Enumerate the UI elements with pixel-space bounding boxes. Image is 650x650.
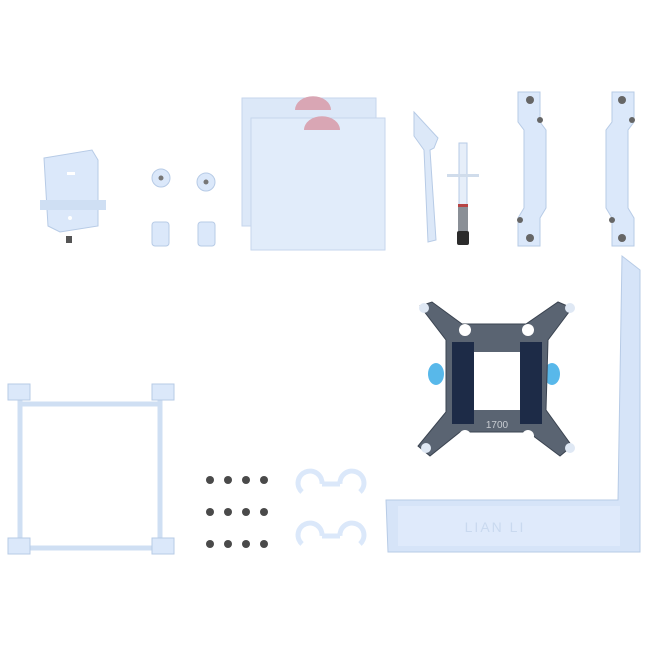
backplate-marking: 1700 (486, 420, 509, 431)
bracket-with-screw (40, 149, 106, 243)
standoffs (151, 168, 216, 247)
frame (7, 383, 175, 555)
screws (206, 476, 268, 548)
l-bracket: LIAN LI (385, 254, 641, 553)
mounting-bars (517, 91, 635, 247)
thermal-paste-syringe (447, 142, 479, 245)
spatula (413, 110, 439, 243)
cable-clips (295, 468, 367, 546)
bracket-marking: LIAN LI (465, 519, 526, 535)
thermal-pads (241, 96, 386, 251)
backplate: 1700 (417, 301, 575, 457)
